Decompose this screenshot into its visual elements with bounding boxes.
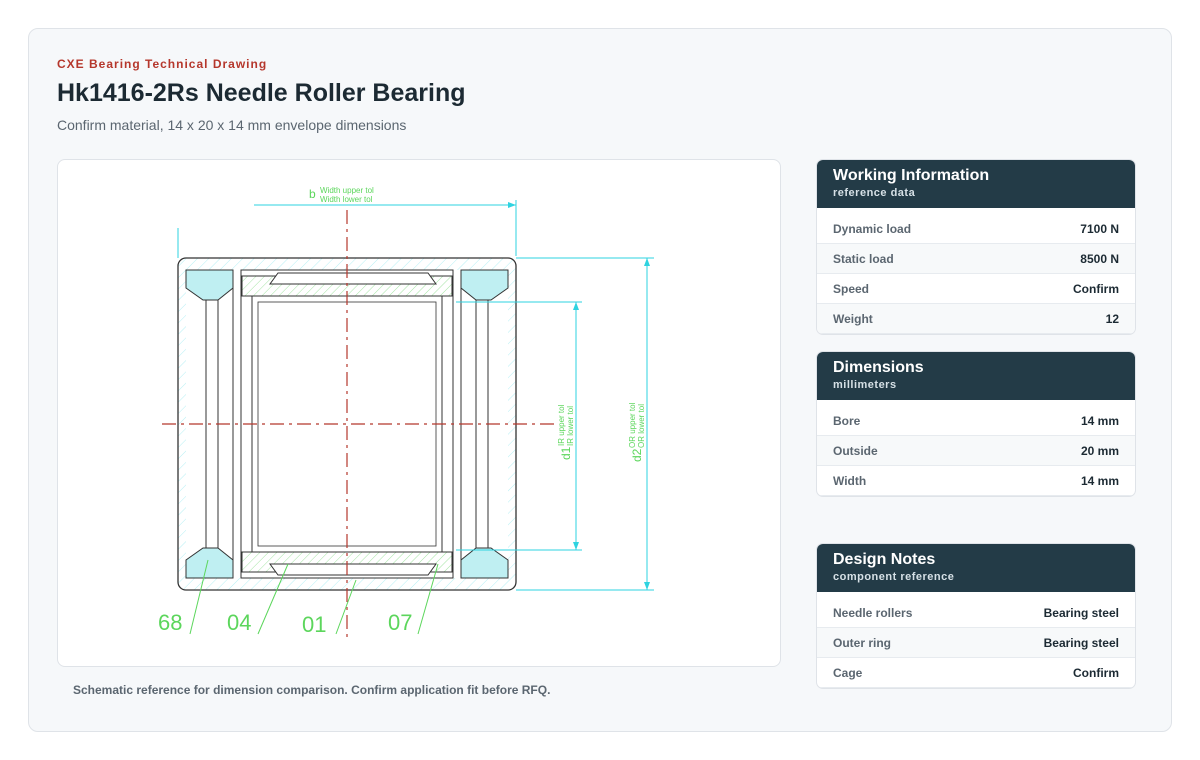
spec-value: 20 mm bbox=[1080, 443, 1119, 458]
panel-subtitle: millimeters bbox=[833, 379, 897, 391]
page-title: Hk1416-2Rs Needle Roller Bearing bbox=[57, 79, 466, 107]
panel-title: Dimensions bbox=[833, 359, 924, 376]
working-information-panel: Working Information reference data Dynam… bbox=[816, 159, 1136, 335]
or-upper-tol: OR upper tol bbox=[628, 402, 637, 448]
callout-01: 01 bbox=[302, 612, 326, 637]
dimensions-header: Dimensions millimeters bbox=[817, 352, 1135, 400]
width-lower-tol: Width lower tol bbox=[320, 195, 373, 204]
spec-label: Outside bbox=[833, 443, 878, 458]
drawing-card: CXE Bearing Technical Drawing Hk1416-2Rs… bbox=[28, 28, 1172, 732]
spec-value: 8500 N bbox=[1080, 251, 1119, 266]
width-upper-tol: Width upper tol bbox=[320, 186, 374, 195]
spec-value: Confirm bbox=[1073, 281, 1119, 296]
spec-label: Bore bbox=[833, 413, 861, 428]
panel-title: Working Information bbox=[833, 167, 990, 184]
outside-dimension: d2 OR upper tol OR lower tol bbox=[516, 257, 654, 591]
spec-row: Bore 14 mm bbox=[817, 406, 1135, 436]
spec-row: Outer ring Bearing steel bbox=[817, 628, 1135, 658]
spec-row: Outside 20 mm bbox=[817, 436, 1135, 466]
design-notes-header: Design Notes component reference bbox=[817, 544, 1135, 592]
callout-04: 04 bbox=[227, 610, 251, 635]
dimensions-panel: Dimensions millimeters Bore 14 mm Outside… bbox=[816, 351, 1136, 497]
panel-title: Design Notes bbox=[833, 551, 936, 568]
spec-value: 12 bbox=[1105, 311, 1119, 326]
ir-lower-tol: IR lower tol bbox=[566, 406, 575, 446]
spec-label: Cage bbox=[833, 665, 863, 680]
spec-label: Speed bbox=[833, 281, 870, 296]
spec-label: Weight bbox=[833, 311, 873, 326]
dim-d1-label: d1 bbox=[559, 446, 573, 460]
spec-row: Dynamic load 7100 N bbox=[817, 214, 1135, 244]
dim-d2-label: d2 bbox=[630, 448, 644, 462]
spec-label: Dynamic load bbox=[833, 221, 912, 236]
panel-subtitle: reference data bbox=[833, 187, 916, 199]
center-lines bbox=[162, 210, 558, 640]
or-lower-tol: OR lower tol bbox=[637, 404, 646, 448]
spec-row: Needle rollers Bearing steel bbox=[817, 598, 1135, 628]
callout-68: 68 bbox=[158, 610, 182, 635]
spec-value: 7100 N bbox=[1080, 221, 1119, 236]
spec-row: Weight 12 bbox=[817, 304, 1135, 334]
ir-upper-tol: IR upper tol bbox=[557, 404, 566, 446]
design-notes-panel: Design Notes component reference Needle … bbox=[816, 543, 1136, 689]
bearing-drawing: b Width upper tol Width lower tol d1 IR … bbox=[158, 186, 654, 640]
callout-leaders bbox=[189, 559, 439, 635]
page-subtitle: Confirm material, 14 x 20 x 14 mm envelo… bbox=[57, 117, 407, 133]
bore-dimension: d1 IR upper tol IR lower tol bbox=[456, 301, 582, 551]
eyebrow-label: CXE Bearing Technical Drawing bbox=[57, 57, 268, 71]
spec-row: Width 14 mm bbox=[817, 466, 1135, 496]
drawing-caption: Schematic reference for dimension compar… bbox=[73, 683, 551, 697]
callout-07: 07 bbox=[388, 610, 412, 635]
spec-row: Speed Confirm bbox=[817, 274, 1135, 304]
panel-subtitle: component reference bbox=[833, 571, 955, 583]
spec-value: Confirm bbox=[1073, 665, 1119, 680]
spec-value: Bearing steel bbox=[1043, 605, 1119, 620]
spec-label: Needle rollers bbox=[833, 605, 913, 620]
spec-value: 14 mm bbox=[1080, 473, 1119, 488]
spec-label: Outer ring bbox=[833, 635, 892, 650]
spec-label: Static load bbox=[833, 251, 894, 266]
spec-value: 14 mm bbox=[1080, 413, 1119, 428]
technical-drawing-panel: b Width upper tol Width lower tol d1 IR … bbox=[57, 159, 781, 667]
dim-b-label: b bbox=[309, 187, 316, 201]
working-information-header: Working Information reference data bbox=[817, 160, 1135, 208]
spec-label: Width bbox=[833, 473, 867, 488]
spec-row: Cage Confirm bbox=[817, 658, 1135, 688]
spec-value: Bearing steel bbox=[1043, 635, 1119, 650]
spec-row: Static load 8500 N bbox=[817, 244, 1135, 274]
